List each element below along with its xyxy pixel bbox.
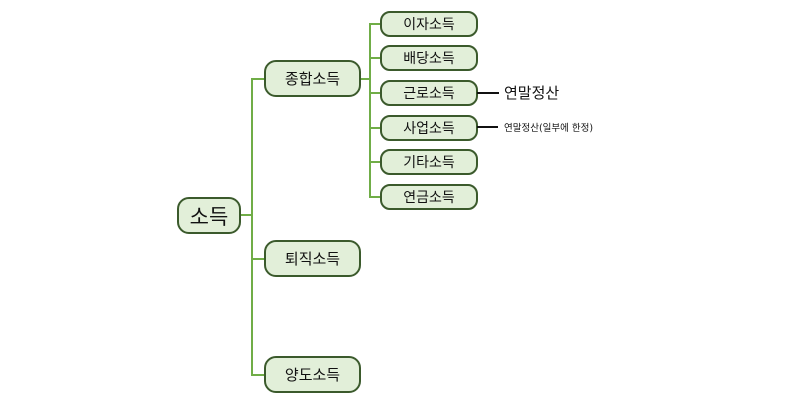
- node-other-income: 기타소득: [380, 149, 478, 175]
- note-partial-settlement: 연말정산(일부에 한정): [504, 123, 594, 134]
- node-business-income: 사업소득: [380, 115, 478, 141]
- connector: [477, 92, 499, 94]
- node-pension-income: 연금소득: [380, 184, 478, 210]
- node-dividend-income: 배당소득: [380, 45, 478, 71]
- connector: [251, 78, 253, 376]
- node-transfer-income: 양도소득: [264, 356, 361, 393]
- connector: [369, 57, 381, 59]
- connector: [251, 78, 265, 80]
- node-labor-income: 근로소득: [380, 80, 478, 106]
- connector: [240, 214, 253, 216]
- connector: [360, 78, 371, 80]
- node-comprehensive-income: 종합소득: [264, 60, 361, 97]
- node-retirement-income: 퇴직소득: [264, 240, 361, 277]
- connector: [477, 126, 498, 128]
- connector: [369, 92, 381, 94]
- connector: [369, 23, 381, 25]
- connector: [369, 161, 381, 163]
- connector: [251, 374, 265, 376]
- connector: [369, 127, 381, 129]
- connector: [251, 258, 265, 260]
- note-year-end-settlement: 연말정산: [504, 84, 560, 102]
- node-interest-income: 이자소득: [380, 11, 478, 37]
- node-income: 소득: [177, 197, 241, 234]
- connector: [369, 196, 381, 198]
- connector: [369, 23, 371, 197]
